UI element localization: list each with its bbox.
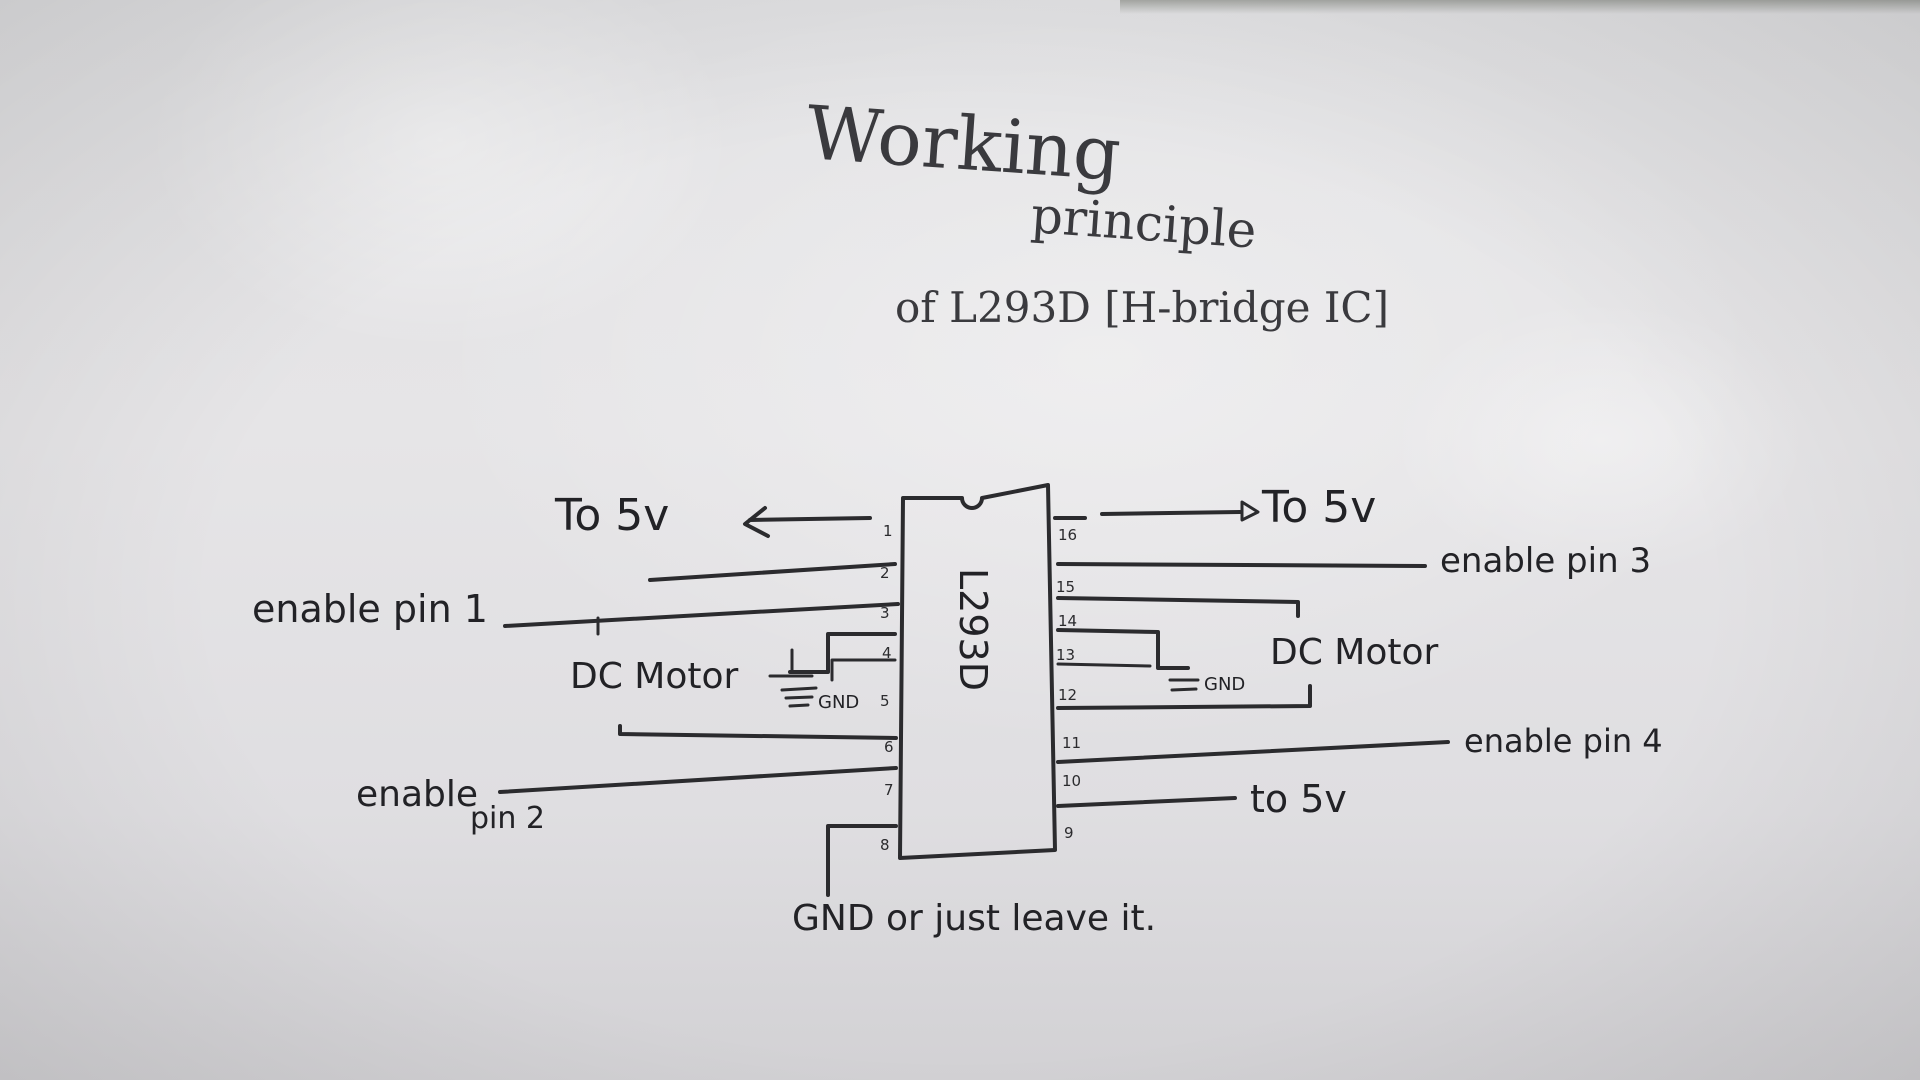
wire-pin12 [1056, 684, 1312, 710]
pin-number-14: 14 [1058, 612, 1077, 630]
pin-number-15: 15 [1056, 578, 1075, 596]
pin-number-6: 6 [884, 738, 894, 756]
pin-number-10: 10 [1062, 772, 1081, 790]
pin-number-8: 8 [880, 836, 890, 854]
wire-pin7-enable2 [498, 766, 898, 794]
chip-label: L293D [951, 568, 995, 691]
wire-pin6 [618, 724, 898, 740]
pin-number-1: 1 [883, 522, 893, 540]
title-of-l293d: of L293D [H-bridge IC] [895, 283, 1389, 332]
motor-left-terminal [768, 648, 814, 678]
label-dc-motor-right: DC Motor [1270, 632, 1439, 673]
pin-number-2: 2 [880, 564, 890, 582]
pin-number-3: 3 [880, 604, 890, 622]
label-to5v-left: To 5v [554, 490, 669, 541]
pin-number-5: 5 [880, 692, 890, 710]
left-wires [498, 506, 900, 897]
arrow-5v-left-icon [743, 506, 770, 538]
pin-number-9: 9 [1064, 824, 1074, 842]
label-enable-pin-1: enable pin 1 [252, 587, 488, 631]
right-wires [1053, 500, 1450, 808]
wire-pin16-5v [1100, 510, 1242, 516]
title-working: Working [804, 90, 1124, 198]
label-dc-motor-left: DC Motor [570, 656, 739, 697]
label-enable-pin-2-pin: pin 2 [470, 801, 545, 836]
wire-pin13-gnd [1056, 662, 1152, 668]
wire-pin11-enable4 [1056, 740, 1450, 764]
chip-outline [898, 483, 1057, 860]
label-enable-pin-4: enable pin 4 [1464, 722, 1663, 760]
wire-pin8-gnd [826, 824, 898, 897]
label-to5v-right: To 5v [1261, 482, 1376, 533]
wire-pin3-enable1 [503, 602, 900, 628]
gnd-right-symbol-icon [1168, 678, 1200, 692]
label-to5v-pin10: to 5v [1250, 777, 1347, 821]
pin-number-7: 7 [884, 781, 894, 799]
pin-number-12: 12 [1058, 686, 1077, 704]
right-pin-numbers: 16 15 14 13 12 11 10 9 [1056, 526, 1081, 842]
gnd-left-symbol-icon [780, 686, 818, 708]
wire-pin4-motor [788, 632, 897, 674]
wire-pin15-enable3 [1056, 562, 1427, 568]
pin-number-13: 13 [1056, 646, 1075, 664]
l293d-chip: L293D [898, 483, 1057, 860]
wire-pin13-motor [1056, 628, 1190, 670]
pin-number-4: 4 [882, 644, 892, 662]
wire-pin4-gnd [830, 658, 897, 682]
label-gnd-right: GND [1204, 674, 1245, 695]
label-enable-pin-2-word: enable [356, 774, 478, 815]
label-enable-pin-3: enable pin 3 [1440, 541, 1651, 581]
wire-pin1-5v [748, 516, 872, 522]
wire-pin10-5v [1056, 796, 1237, 808]
wire-pin2 [648, 562, 897, 582]
pin-number-16: 16 [1058, 526, 1077, 544]
pin-number-11: 11 [1062, 734, 1081, 752]
left-pin-numbers: 1 2 3 4 5 6 7 8 [880, 522, 894, 854]
diagram-labels: To 5v To 5v to 5v enable pin 1 enable pi… [252, 482, 1663, 939]
title-principle: principle [1029, 186, 1258, 260]
wire-pin14 [1056, 596, 1300, 618]
whiteboard-frame [1120, 0, 1920, 14]
label-gnd-left: GND [818, 692, 859, 713]
arrow-5v-right-icon [1240, 500, 1260, 522]
label-gnd-bottom: GND or just leave it. [792, 898, 1156, 939]
